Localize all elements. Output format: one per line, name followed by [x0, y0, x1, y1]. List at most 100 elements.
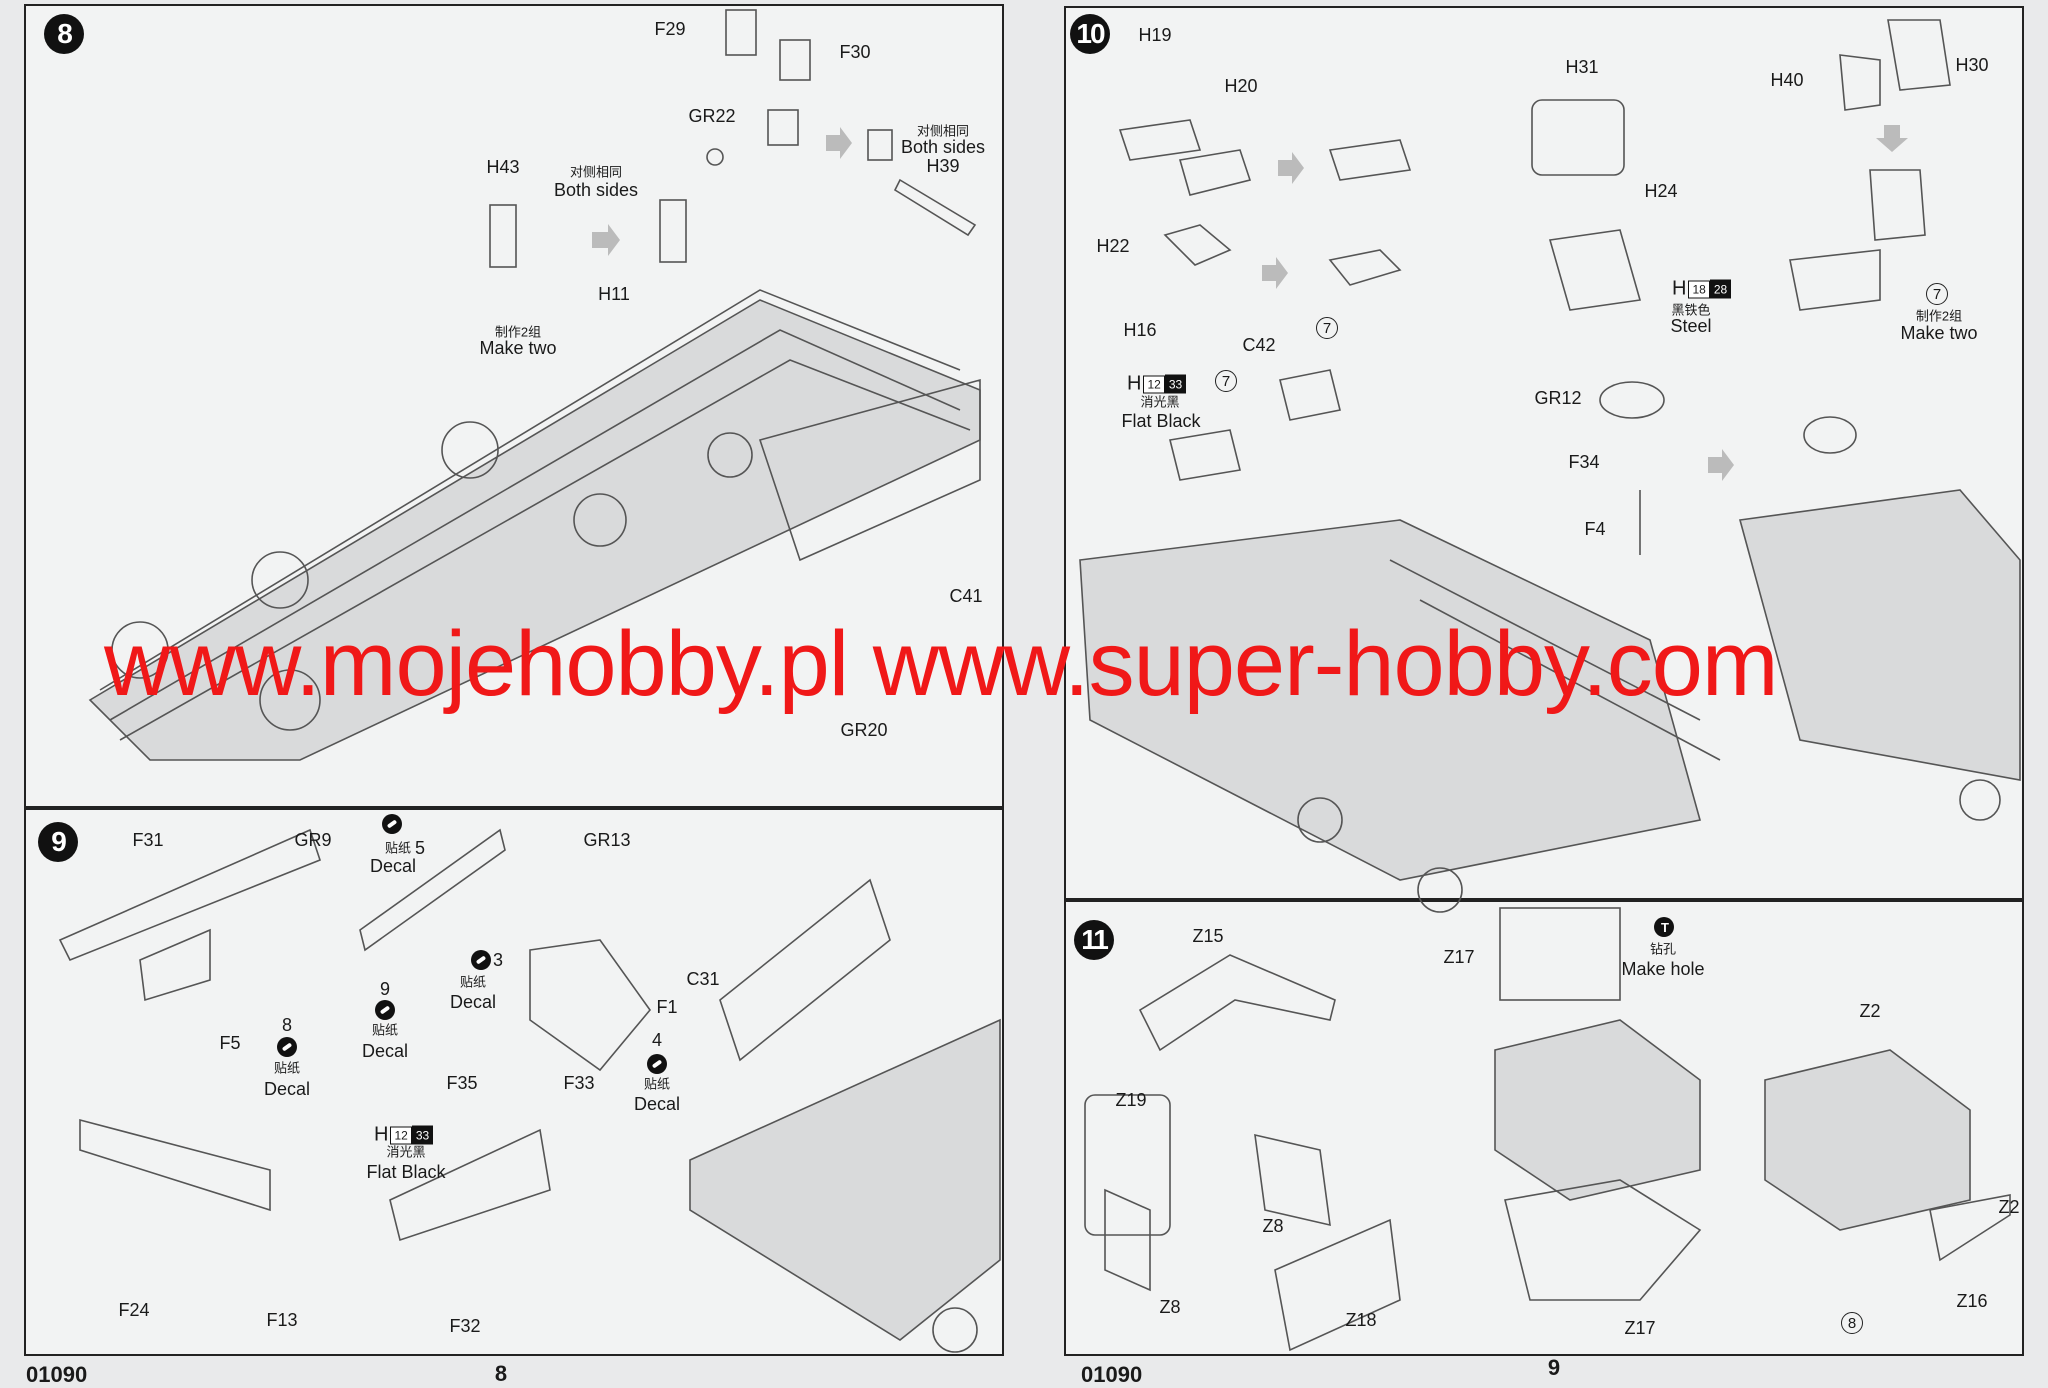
part-label-s9: F1	[656, 997, 678, 1017]
part-label-s11: Z17	[1624, 1318, 1656, 1338]
step-10-number: 10	[1070, 14, 1110, 54]
part-label-s10: H40	[1770, 70, 1804, 90]
watermark-text: www.mojehobby.pl www.super-hobby.com	[104, 613, 1779, 715]
part-label-s9: Decal	[449, 992, 497, 1012]
part-label-s9: 3	[492, 950, 504, 970]
part-label-s8: Make two	[479, 338, 557, 358]
part-label-s8: GR20	[840, 720, 888, 740]
paint-code-1: 12	[390, 1126, 412, 1144]
paint-prefix: H	[1672, 277, 1687, 300]
part-label-s11: Z16	[1956, 1291, 1988, 1311]
part-label-s9: 贴纸	[384, 840, 412, 856]
cab-floor-drawing	[1079, 489, 2021, 913]
paint-callout-step10-flatblack: H 12 33	[1127, 372, 1187, 396]
part-label-s9: F5	[219, 1033, 241, 1053]
part-label-s10: H22	[1096, 236, 1130, 256]
part-label-s11: Z2	[1998, 1197, 2020, 1217]
part-label-s10: H24	[1644, 181, 1678, 201]
part-label-s8: 制作2组	[494, 324, 542, 340]
part-label-s8: F30	[839, 42, 871, 62]
part-label-s9: Flat Black	[366, 1162, 446, 1182]
chassis-drawing	[88, 289, 981, 761]
part-label-s10: Make two	[1900, 323, 1978, 343]
part-label-s9: Decal	[263, 1079, 311, 1099]
part-label-s10: 黑铁色	[1671, 302, 1711, 318]
drill-tool-icon: T	[1654, 917, 1674, 937]
part-label-s8: C41	[949, 586, 983, 606]
part-label-s8: H11	[598, 284, 630, 304]
part-label-s9: 贴纸	[273, 1060, 301, 1076]
paint-callout-step9: H 12 33	[374, 1123, 434, 1147]
decal-icon	[647, 1054, 667, 1074]
part-label-s11: 钻孔	[1649, 941, 1677, 957]
cab-box-parts	[1084, 907, 2011, 1352]
decal-icon	[277, 1037, 297, 1057]
h43-step	[489, 199, 687, 268]
part-label-s8: F29	[654, 19, 686, 39]
part-label-s9: F24	[118, 1300, 150, 1320]
subassembly-ref-7: 7	[1316, 317, 1338, 339]
part-label-s9: 8	[281, 1015, 293, 1035]
part-label-s8: Both sides	[553, 180, 639, 200]
part-label-s10: GR12	[1534, 388, 1582, 408]
part-label-s9: 5	[414, 838, 426, 858]
part-label-s11: Make hole	[1621, 959, 1705, 979]
product-code-right: 01090	[1081, 1362, 1143, 1387]
part-label-s9: 4	[651, 1030, 663, 1050]
paint-code-2: 28	[1709, 279, 1732, 299]
paint-code-1: 12	[1143, 375, 1165, 393]
part-label-s11: Z18	[1345, 1310, 1377, 1330]
part-label-s9: Decal	[633, 1094, 681, 1114]
part-label-s9: GR9	[294, 830, 332, 850]
part-label-s9: F32	[449, 1316, 481, 1336]
part-label-s9: 贴纸	[459, 974, 487, 990]
product-code-left: 01090	[26, 1362, 88, 1387]
part-label-s10: Steel	[1670, 316, 1712, 336]
paint-callout-step10-steel: H 18 28	[1672, 277, 1732, 301]
part-label-s10: H16	[1123, 320, 1157, 340]
paint-prefix: H	[374, 1123, 389, 1146]
part-label-s10: H19	[1138, 25, 1172, 45]
gr22-part	[706, 109, 893, 166]
part-label-s8: H39	[926, 156, 960, 176]
part-label-s8: 对侧相同	[916, 123, 970, 139]
part-label-s10: H30	[1955, 55, 1989, 75]
dashboard-parts	[58, 828, 1001, 1353]
part-label-s10: C42	[1242, 335, 1276, 355]
part-label-s9: F13	[266, 1310, 298, 1330]
part-label-s9: 9	[379, 979, 391, 999]
part-label-s9: Decal	[369, 856, 417, 876]
f29-f30-parts	[725, 9, 811, 81]
decal-icon	[471, 950, 491, 970]
part-label-s9: F35	[446, 1073, 478, 1093]
part-label-s10: F4	[1584, 519, 1606, 539]
step-8-number: 8	[44, 14, 84, 54]
part-label-s8: Both sides	[900, 137, 986, 157]
subassembly-ref-8: 8	[1841, 1312, 1863, 1334]
decal-icon	[375, 1000, 395, 1020]
part-label-s11: Z17	[1443, 947, 1475, 967]
part-label-s9: 贴纸	[643, 1076, 671, 1092]
part-label-s9: Decal	[361, 1041, 409, 1061]
part-label-s8: 对侧相同	[569, 164, 623, 180]
subassembly-ref-7: 7	[1215, 370, 1237, 392]
part-label-s10: 消光黑	[1140, 394, 1180, 410]
part-label-s9: C31	[686, 969, 720, 989]
part-label-s10: Flat Black	[1121, 411, 1201, 431]
part-label-s9: F33	[563, 1073, 595, 1093]
step-9-number: 9	[38, 822, 78, 862]
page-number-right: 9	[1547, 1355, 1561, 1380]
part-label-s8: H43	[486, 157, 520, 177]
part-label-s11: Z8	[1159, 1297, 1181, 1317]
paint-code-1: 18	[1688, 280, 1710, 298]
part-label-s9: F31	[132, 830, 164, 850]
part-label-s9: 消光黑	[386, 1144, 426, 1160]
part-label-s9: 贴纸	[371, 1022, 399, 1038]
paint-code-2: 33	[411, 1125, 434, 1145]
paint-prefix: H	[1127, 372, 1142, 395]
part-label-s10: H20	[1224, 76, 1258, 96]
part-label-s10: 制作2组	[1915, 308, 1963, 324]
part-label-s11: Z8	[1262, 1216, 1284, 1236]
part-label-s9: GR13	[583, 830, 631, 850]
